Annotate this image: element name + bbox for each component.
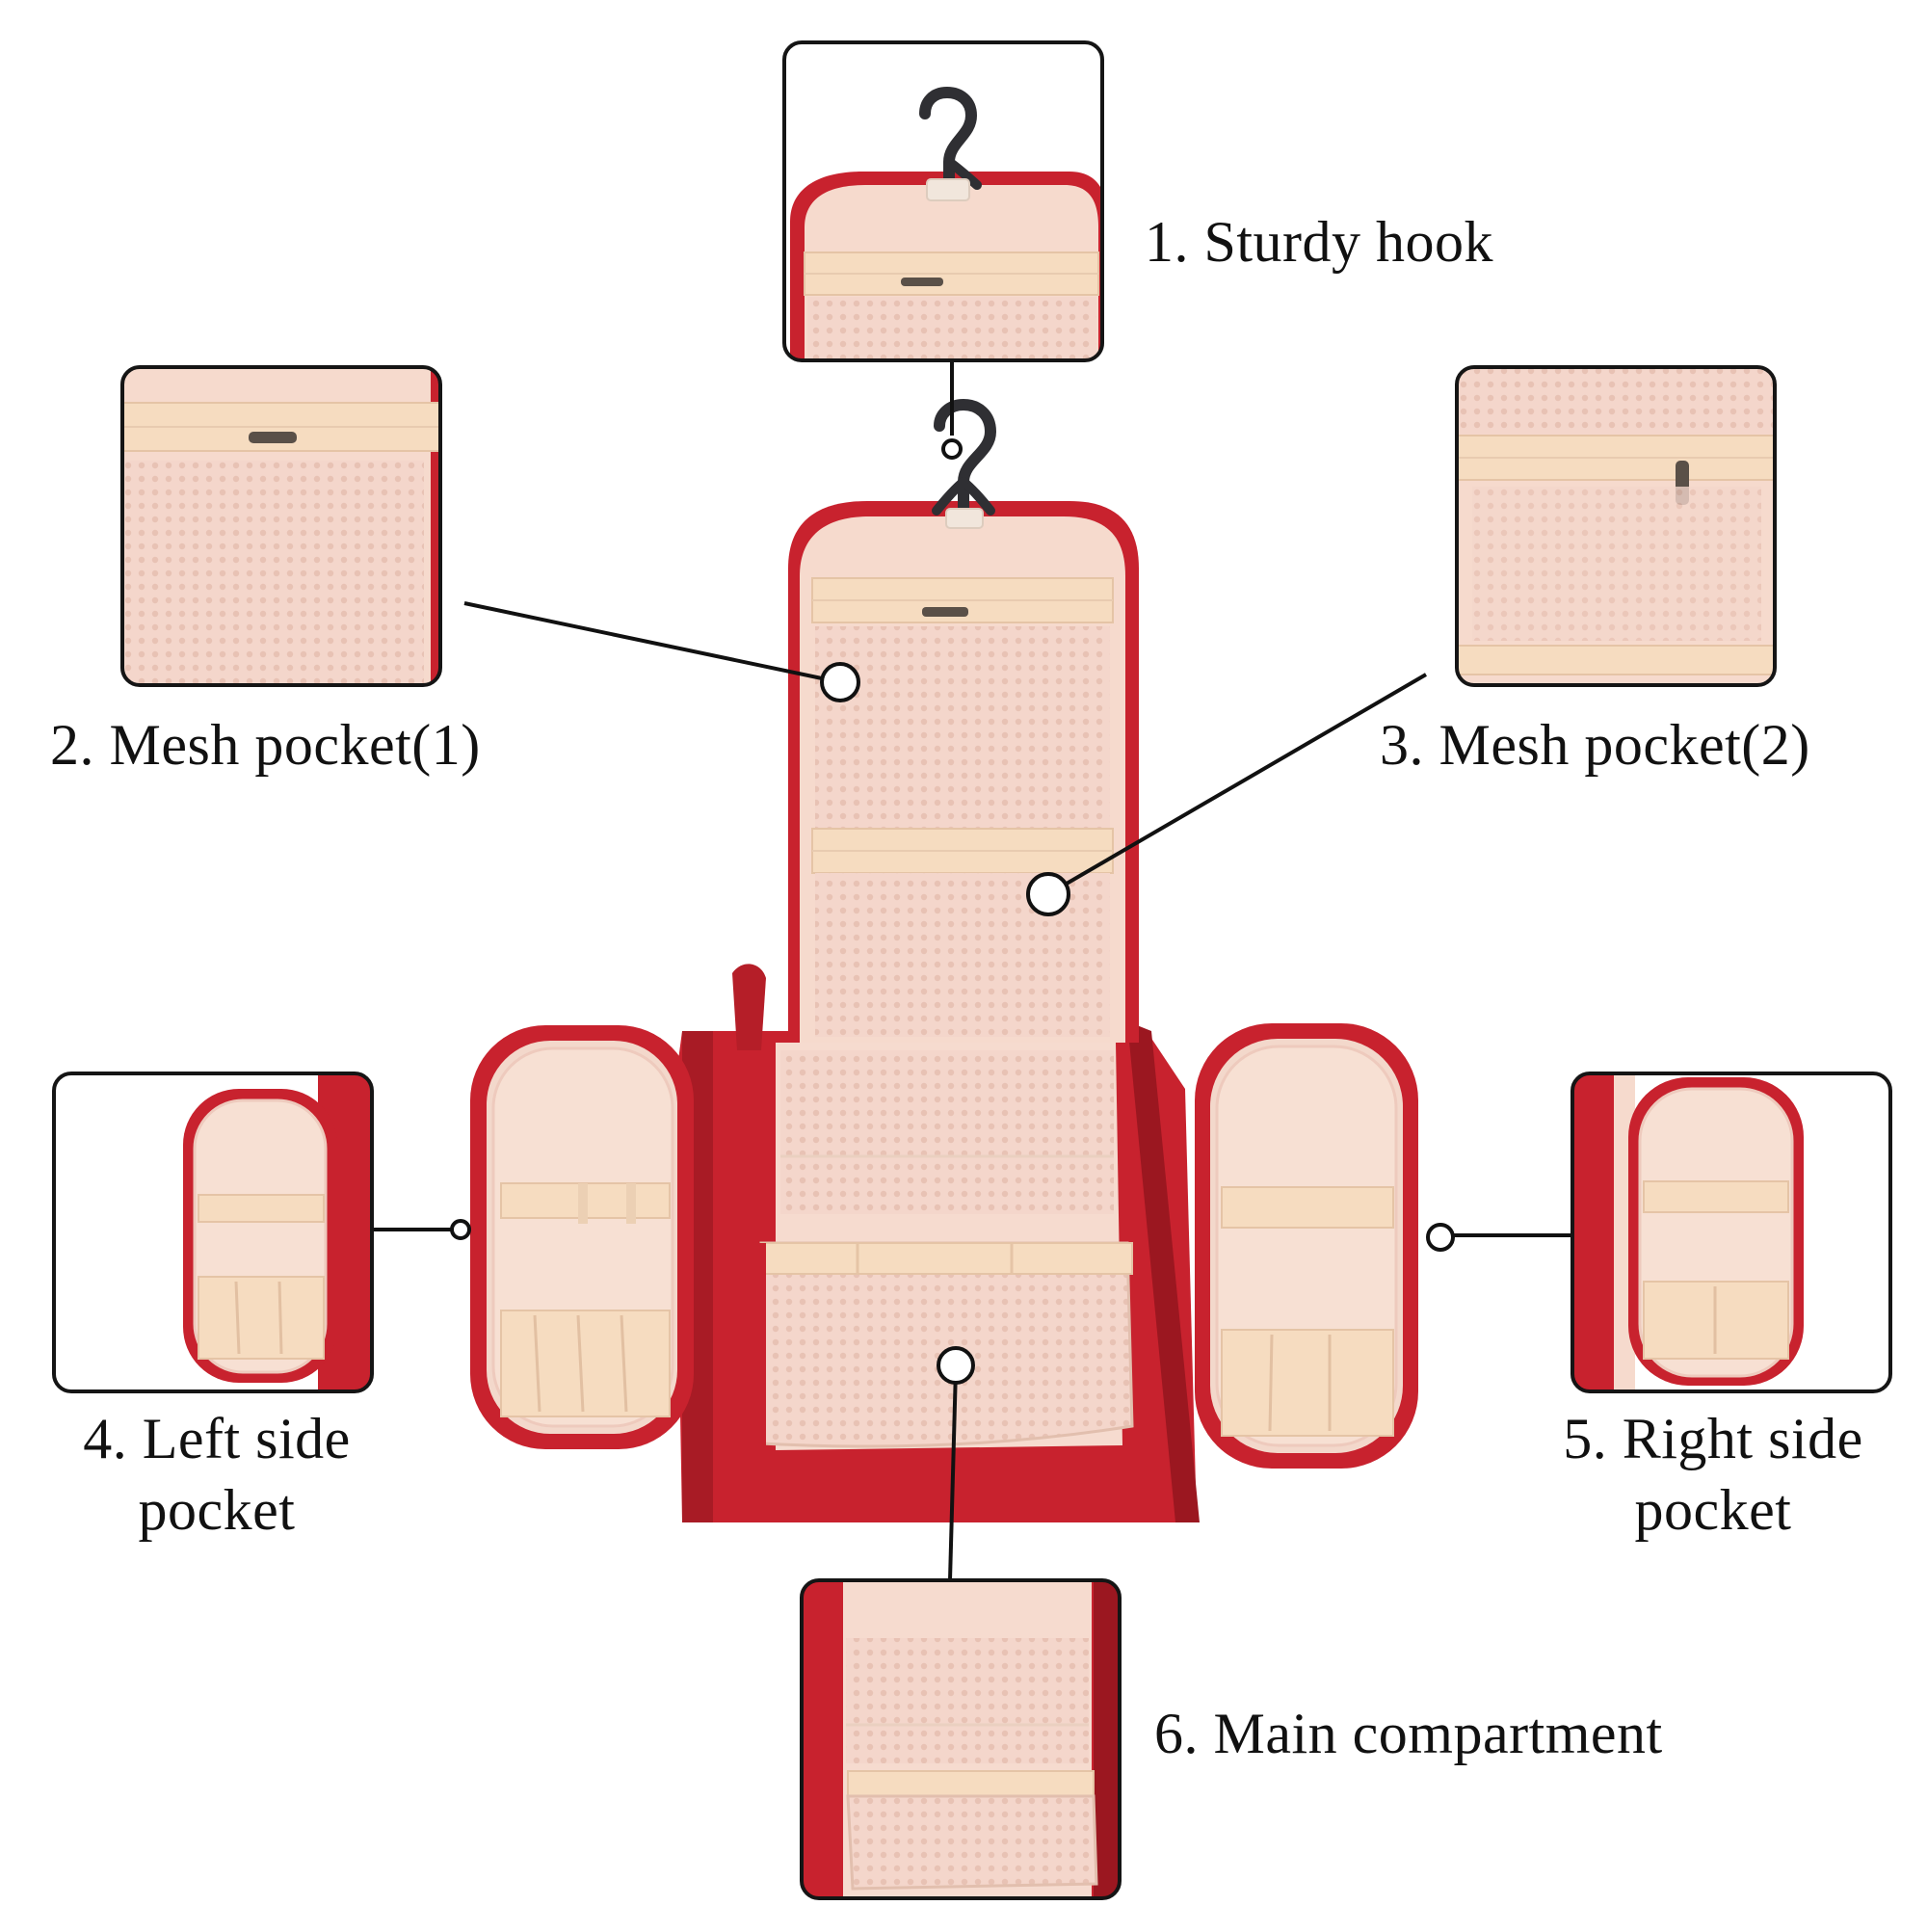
callout-dot-5	[1426, 1223, 1455, 1252]
callout-dot-2	[820, 662, 860, 702]
zoom-box-mesh-pocket-2	[1455, 365, 1777, 687]
callout-text-5-line2: pocket	[1634, 1478, 1792, 1542]
callout-label-2: 2. Mesh pocket(1)	[50, 709, 481, 781]
zoom-box-right-side-pocket	[1571, 1072, 1892, 1393]
callout-number-6: 6.	[1154, 1702, 1199, 1765]
callout-text-2: Mesh pocket(1)	[109, 713, 481, 777]
callout-dot-3	[1026, 872, 1070, 916]
leader-line-3	[1046, 673, 1428, 896]
callout-number-1: 1.	[1145, 210, 1189, 274]
left-side-pocket-shape	[470, 1025, 694, 1449]
callout-dots	[450, 438, 1455, 1385]
callout-label-4: 4. Left side pocket	[39, 1403, 395, 1546]
callout-text-6: Main compartment	[1213, 1702, 1663, 1765]
leader-lines	[372, 360, 1572, 1581]
callout-text-4-line2: pocket	[138, 1478, 296, 1542]
zoom-box-mesh-pocket-1	[120, 365, 442, 687]
top-flap-shape	[788, 501, 1139, 1043]
main-compartment-shape	[747, 1043, 1134, 1450]
callout-text-1: Sturdy hook	[1203, 210, 1494, 274]
zoom-box-left-side-pocket	[52, 1072, 374, 1393]
callout-number-2: 2.	[50, 713, 94, 777]
callout-label-3: 3. Mesh pocket(2)	[1380, 709, 1810, 781]
callout-dot-4	[450, 1219, 471, 1240]
right-side-pocket-shape	[1195, 1023, 1418, 1469]
callout-text-5-line1: Right side	[1622, 1407, 1863, 1470]
callout-text-3: Mesh pocket(2)	[1439, 713, 1810, 777]
leader-line-2	[463, 601, 841, 684]
zoom-box-hook	[782, 40, 1104, 362]
leader-line-6	[948, 1367, 958, 1581]
callout-label-1: 1. Sturdy hook	[1145, 206, 1493, 278]
callout-dot-1	[941, 438, 963, 460]
callout-label-5: 5. Right side pocket	[1530, 1403, 1896, 1546]
callout-dot-6	[937, 1346, 975, 1385]
zoom-box-main-compartment	[800, 1578, 1122, 1900]
callout-number-5: 5.	[1563, 1407, 1608, 1470]
callout-number-3: 3.	[1380, 713, 1424, 777]
hook-icon	[932, 398, 997, 529]
callout-label-6: 6. Main compartment	[1154, 1698, 1663, 1769]
callout-number-4: 4.	[83, 1407, 128, 1470]
callout-text-4-line1: Left side	[142, 1407, 351, 1470]
